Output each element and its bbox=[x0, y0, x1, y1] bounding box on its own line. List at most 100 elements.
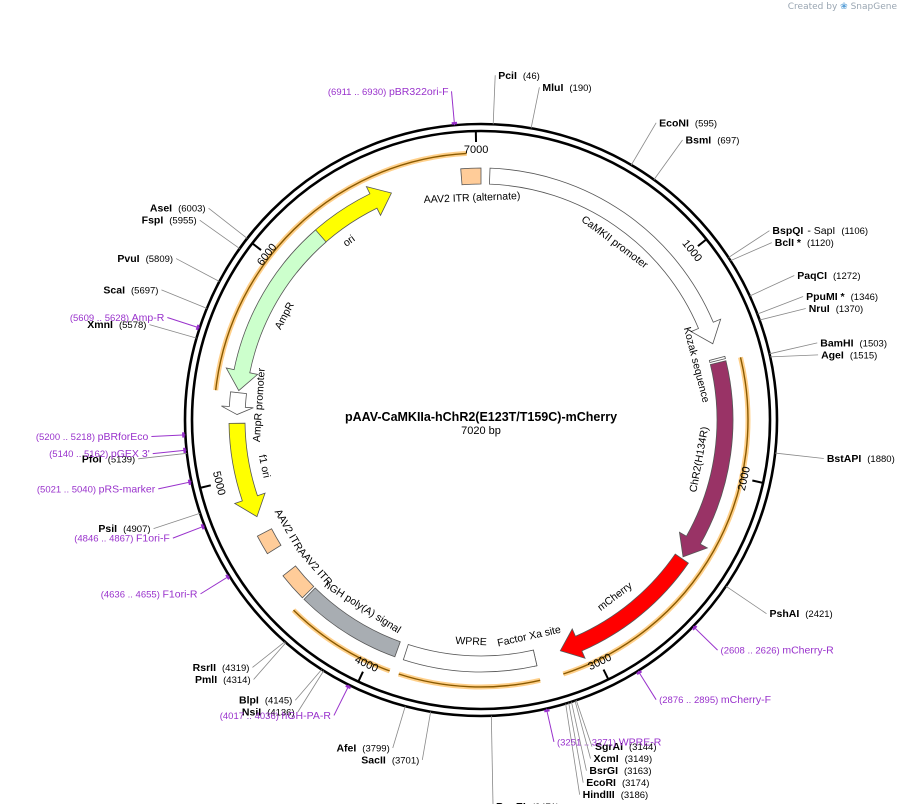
primer-name: mCherry-R bbox=[782, 645, 834, 657]
enzyme-econi: EcoNI(595) bbox=[630, 117, 717, 166]
enzyme-label: PciI(46) bbox=[498, 70, 540, 82]
enzyme-position: (5955) bbox=[169, 216, 196, 227]
enzyme-leader bbox=[568, 702, 584, 783]
enzyme-xmni: XmnI(5578) bbox=[87, 319, 197, 339]
enzyme-ecori: EcoRI(3174) bbox=[568, 702, 649, 789]
enzyme-bspei: BspEI(3471) bbox=[490, 715, 559, 804]
enzyme-position: (1120) bbox=[807, 238, 834, 249]
enzyme-name: BamHI bbox=[820, 337, 853, 349]
enzyme-name: ScaI bbox=[103, 284, 125, 296]
enzyme-fspi: FspI (5955) bbox=[142, 215, 240, 249]
enzyme-position: (4314) bbox=[223, 675, 250, 686]
enzyme-name: HindIII bbox=[583, 789, 615, 801]
enzyme-label: EcoNI(595) bbox=[659, 117, 717, 129]
enzyme-position: (4319) bbox=[222, 663, 249, 674]
tick-mark bbox=[697, 238, 708, 247]
primer-f1ori-r: (4636 .. 4655) F1ori-R bbox=[101, 574, 231, 600]
tick-mark bbox=[251, 242, 262, 251]
tick-label: 7000 bbox=[464, 144, 488, 156]
enzyme-pvui: PvuI(5809) bbox=[117, 253, 220, 282]
primer-range: (4846 .. 4867) bbox=[74, 534, 136, 545]
feature-label: AmpR bbox=[273, 300, 297, 332]
feature-hgh-poly-a-signal: hGH poly(A) signal bbox=[303, 579, 403, 658]
enzyme-leader bbox=[252, 641, 286, 668]
tick-label: 4000 bbox=[353, 654, 380, 675]
enzyme-position: (3149) bbox=[625, 754, 652, 765]
enzyme-name: NsiI bbox=[242, 707, 261, 719]
enzyme-name: EcoNI bbox=[659, 117, 689, 129]
enzyme-label: BclI * (1120) bbox=[775, 237, 834, 249]
enzyme-label: PshAI(2421) bbox=[769, 608, 832, 620]
primer-mark bbox=[183, 447, 187, 454]
backbone-inner-ring bbox=[190, 129, 772, 711]
enzyme-label: BstAPI(1880) bbox=[827, 453, 895, 465]
feature-shape bbox=[228, 422, 266, 518]
feature-label: f1 ori bbox=[256, 454, 273, 479]
snapgene-logo-icon: ❀ bbox=[840, 2, 848, 12]
primer-range: (4636 .. 4655) bbox=[101, 589, 163, 600]
primer-range: (5609 .. 5628) bbox=[70, 313, 132, 324]
enzyme-name: BclI * bbox=[775, 237, 802, 249]
primer-name: pBRforEco bbox=[98, 431, 149, 443]
enzyme-name: BspEI bbox=[496, 801, 526, 804]
orf-arc bbox=[398, 673, 541, 688]
enzyme-scai: ScaI(5697) bbox=[103, 284, 208, 309]
enzyme-name: NruI bbox=[809, 303, 830, 315]
enzyme-leader bbox=[175, 258, 220, 282]
primer-label: (4017 .. 4036) hGH-PA-R bbox=[220, 710, 332, 722]
enzyme-label: FspI (5955) bbox=[142, 215, 197, 227]
enzyme-leader bbox=[574, 700, 591, 759]
enzyme-leader bbox=[297, 670, 325, 713]
enzyme-label: AgeI(1515) bbox=[821, 349, 877, 361]
enzyme-leader bbox=[757, 296, 804, 315]
enzyme-psii: PsiI(4907) bbox=[98, 512, 201, 535]
enzyme-label: SgrAI(3144) bbox=[595, 741, 656, 753]
enzyme-pshai: PshAI(2421) bbox=[725, 585, 833, 620]
feature-label: AmpR promoter bbox=[251, 367, 268, 442]
enzyme-label: PaqCI(1272) bbox=[797, 270, 860, 282]
primer-leader bbox=[692, 626, 718, 651]
watermark-brand: SnapGene bbox=[850, 2, 897, 12]
orf-arc bbox=[293, 609, 390, 672]
primer-leader bbox=[637, 670, 657, 700]
enzyme-leader bbox=[571, 701, 587, 771]
enzyme-position: (6003) bbox=[178, 204, 205, 215]
enzyme-name: BspQI bbox=[772, 225, 803, 237]
enzyme-layer: PciI(46)MluI(190)EcoNI(595)BsmI(697)BspQ… bbox=[82, 70, 895, 804]
primer-label: (6911 .. 6930) pBR322ori-F bbox=[328, 86, 449, 98]
enzyme-name: FspI bbox=[142, 215, 164, 227]
feature-label: Factor Xa site bbox=[496, 624, 562, 650]
enzyme-position: (5809) bbox=[146, 254, 173, 265]
primer-layer: (6911 .. 6930) pBR322ori-F(2608 .. 2626)… bbox=[36, 86, 834, 749]
enzyme-label: XcmI (3149) bbox=[594, 753, 653, 765]
enzyme-position: (3163) bbox=[624, 766, 651, 777]
enzyme-bsrgi: BsrGI(3163) bbox=[571, 701, 651, 777]
primer-label: (5140 .. 5162) pGEX 3' bbox=[49, 448, 150, 460]
primer-label: (4636 .. 4655) F1ori-R bbox=[101, 588, 198, 600]
enzyme-leader bbox=[575, 700, 593, 747]
primer-pgex-3: (5140 .. 5162) pGEX 3' bbox=[49, 447, 187, 460]
primer-mark bbox=[345, 684, 352, 690]
enzyme-label: BlpI(4145) bbox=[239, 695, 292, 707]
primer-label: (5609 .. 5628) Amp-R bbox=[70, 312, 165, 324]
enzyme-label: BspEI(3471) bbox=[496, 801, 559, 804]
primer-label: (5021 .. 5040) pRS-marker bbox=[37, 483, 156, 495]
enzyme-agei: AgeI(1515) bbox=[770, 349, 877, 361]
feature-shape bbox=[708, 355, 726, 363]
enzyme-bstapi: BstAPI(1880) bbox=[775, 452, 895, 465]
enzyme-leader bbox=[769, 342, 818, 355]
enzyme-position: (1503) bbox=[860, 338, 887, 349]
primer-hgh-pa-r: (4017 .. 4036) hGH-PA-R bbox=[220, 684, 352, 722]
enzyme-position: (2421) bbox=[805, 609, 832, 620]
enzyme-leader bbox=[199, 219, 240, 249]
enzyme-name: XcmI bbox=[594, 753, 619, 765]
enzyme-position: (4145) bbox=[265, 696, 292, 707]
enzyme-label: NruI(1370) bbox=[809, 303, 863, 315]
enzyme-name: PaqCI bbox=[797, 270, 827, 282]
enzyme-bsmi: BsmI(697) bbox=[653, 134, 739, 180]
primer-wpre-r: (3251 .. 3271) WPRE-R bbox=[543, 708, 662, 748]
enzyme-label: PsiI(4907) bbox=[98, 523, 150, 535]
enzyme-position: (3701) bbox=[392, 755, 419, 766]
enzyme-leader bbox=[208, 207, 248, 239]
